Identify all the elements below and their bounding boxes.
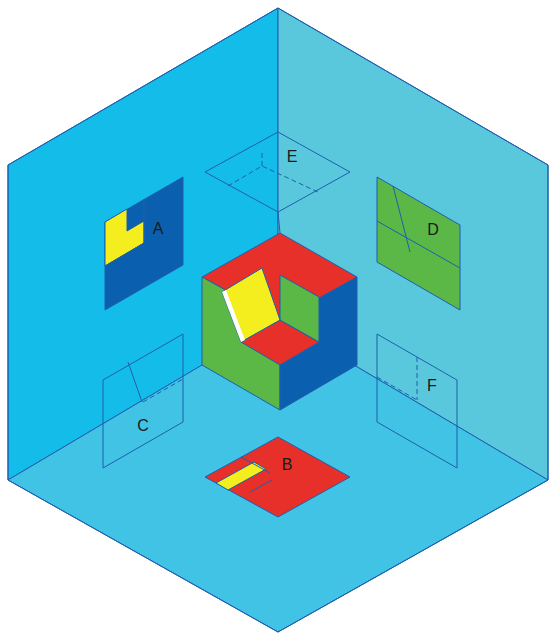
- view-letter-holder: B: [282, 456, 293, 474]
- view-b: [205, 437, 350, 517]
- view-d: [377, 177, 460, 310]
- outer-hexagon: [8, 8, 548, 632]
- view-a: [105, 177, 183, 310]
- view-letter: F: [427, 377, 437, 395]
- view-letter-holder: E: [287, 148, 298, 166]
- view-f: [377, 334, 457, 468]
- view-letter-holder: D: [427, 221, 439, 239]
- view-letter: D: [427, 221, 439, 239]
- view-letter: E: [287, 148, 298, 166]
- view-e: [205, 132, 350, 212]
- view-letter-holder: A: [153, 220, 164, 238]
- box-edge: [278, 212, 280, 233]
- view-letter: B: [282, 456, 293, 474]
- notched-cube: [202, 233, 357, 410]
- view-letter: C: [137, 417, 149, 435]
- view-c: [103, 334, 183, 468]
- view-letter: A: [153, 220, 164, 238]
- view-letter-holder: F: [427, 377, 437, 395]
- view-letter-holder: C: [137, 417, 149, 435]
